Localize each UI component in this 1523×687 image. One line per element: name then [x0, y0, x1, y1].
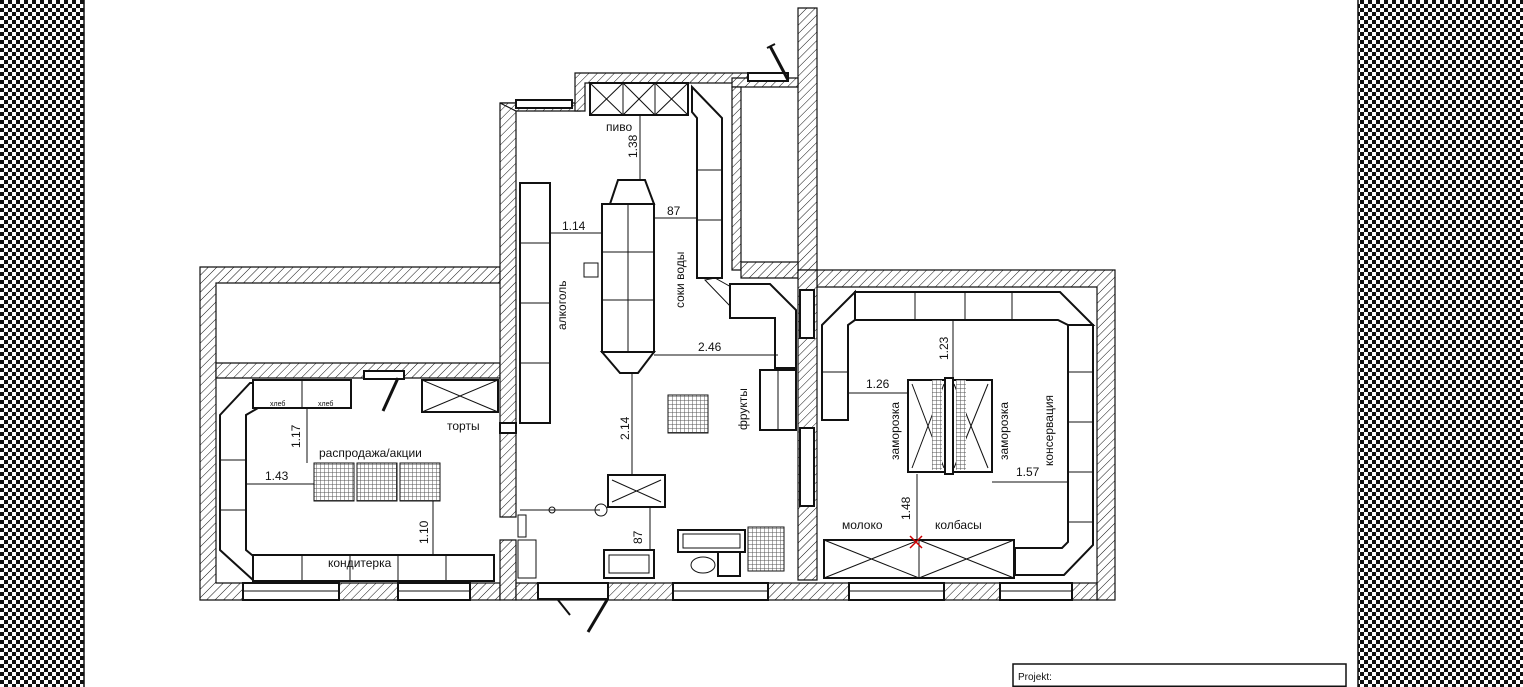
- dim-126: 1.26: [866, 377, 890, 391]
- windows: [242, 72, 1073, 601]
- label-torty: торты: [447, 419, 480, 433]
- label-soki-vody: соки воды: [673, 252, 687, 308]
- label-konditerka: кондитерка: [328, 556, 392, 570]
- label-pivo: пиво: [606, 120, 632, 134]
- dim-110: 1.10: [417, 520, 431, 544]
- dim-148: 1.48: [899, 496, 913, 520]
- walls: [199, 7, 1116, 601]
- dimension-lines: [246, 115, 1068, 555]
- right-room-furniture: [821, 289, 1096, 579]
- label-hleb-2: хлеб: [318, 400, 333, 408]
- label-zamorozka-1: заморозка: [888, 402, 902, 460]
- label-kolbasy: колбасы: [935, 518, 982, 532]
- dim-138: 1.38: [626, 134, 640, 158]
- dim-87-bottom: 87: [631, 530, 645, 544]
- dim-117: 1.17: [289, 424, 303, 448]
- label-rasprodazha: распродажа/акции: [319, 446, 422, 460]
- label-hleb-1: хлеб: [270, 400, 285, 408]
- label-moloko: молоко: [842, 518, 883, 532]
- dim-214: 2.14: [618, 416, 632, 440]
- dim-157: 1.57: [1016, 465, 1040, 479]
- title-block: Projekt:: [1012, 663, 1347, 687]
- label-alkogol: алкоголь: [555, 280, 569, 330]
- dim-87-top: 87: [667, 204, 681, 218]
- dim-143: 1.43: [265, 469, 289, 483]
- middle-room-furniture: [517, 82, 797, 579]
- dim-246: 2.46: [698, 340, 722, 354]
- label-konservatsiya: консервация: [1042, 395, 1056, 466]
- projekt-label: Projekt:: [1018, 672, 1052, 683]
- dim-114: 1.14: [562, 219, 586, 233]
- label-frukty: фрукты: [736, 388, 750, 430]
- label-zamorozka-2: заморозка: [997, 402, 1011, 460]
- dim-123: 1.23: [937, 336, 951, 360]
- left-room-furniture: хлеб хлеб: [219, 379, 499, 582]
- doors: [381, 43, 790, 633]
